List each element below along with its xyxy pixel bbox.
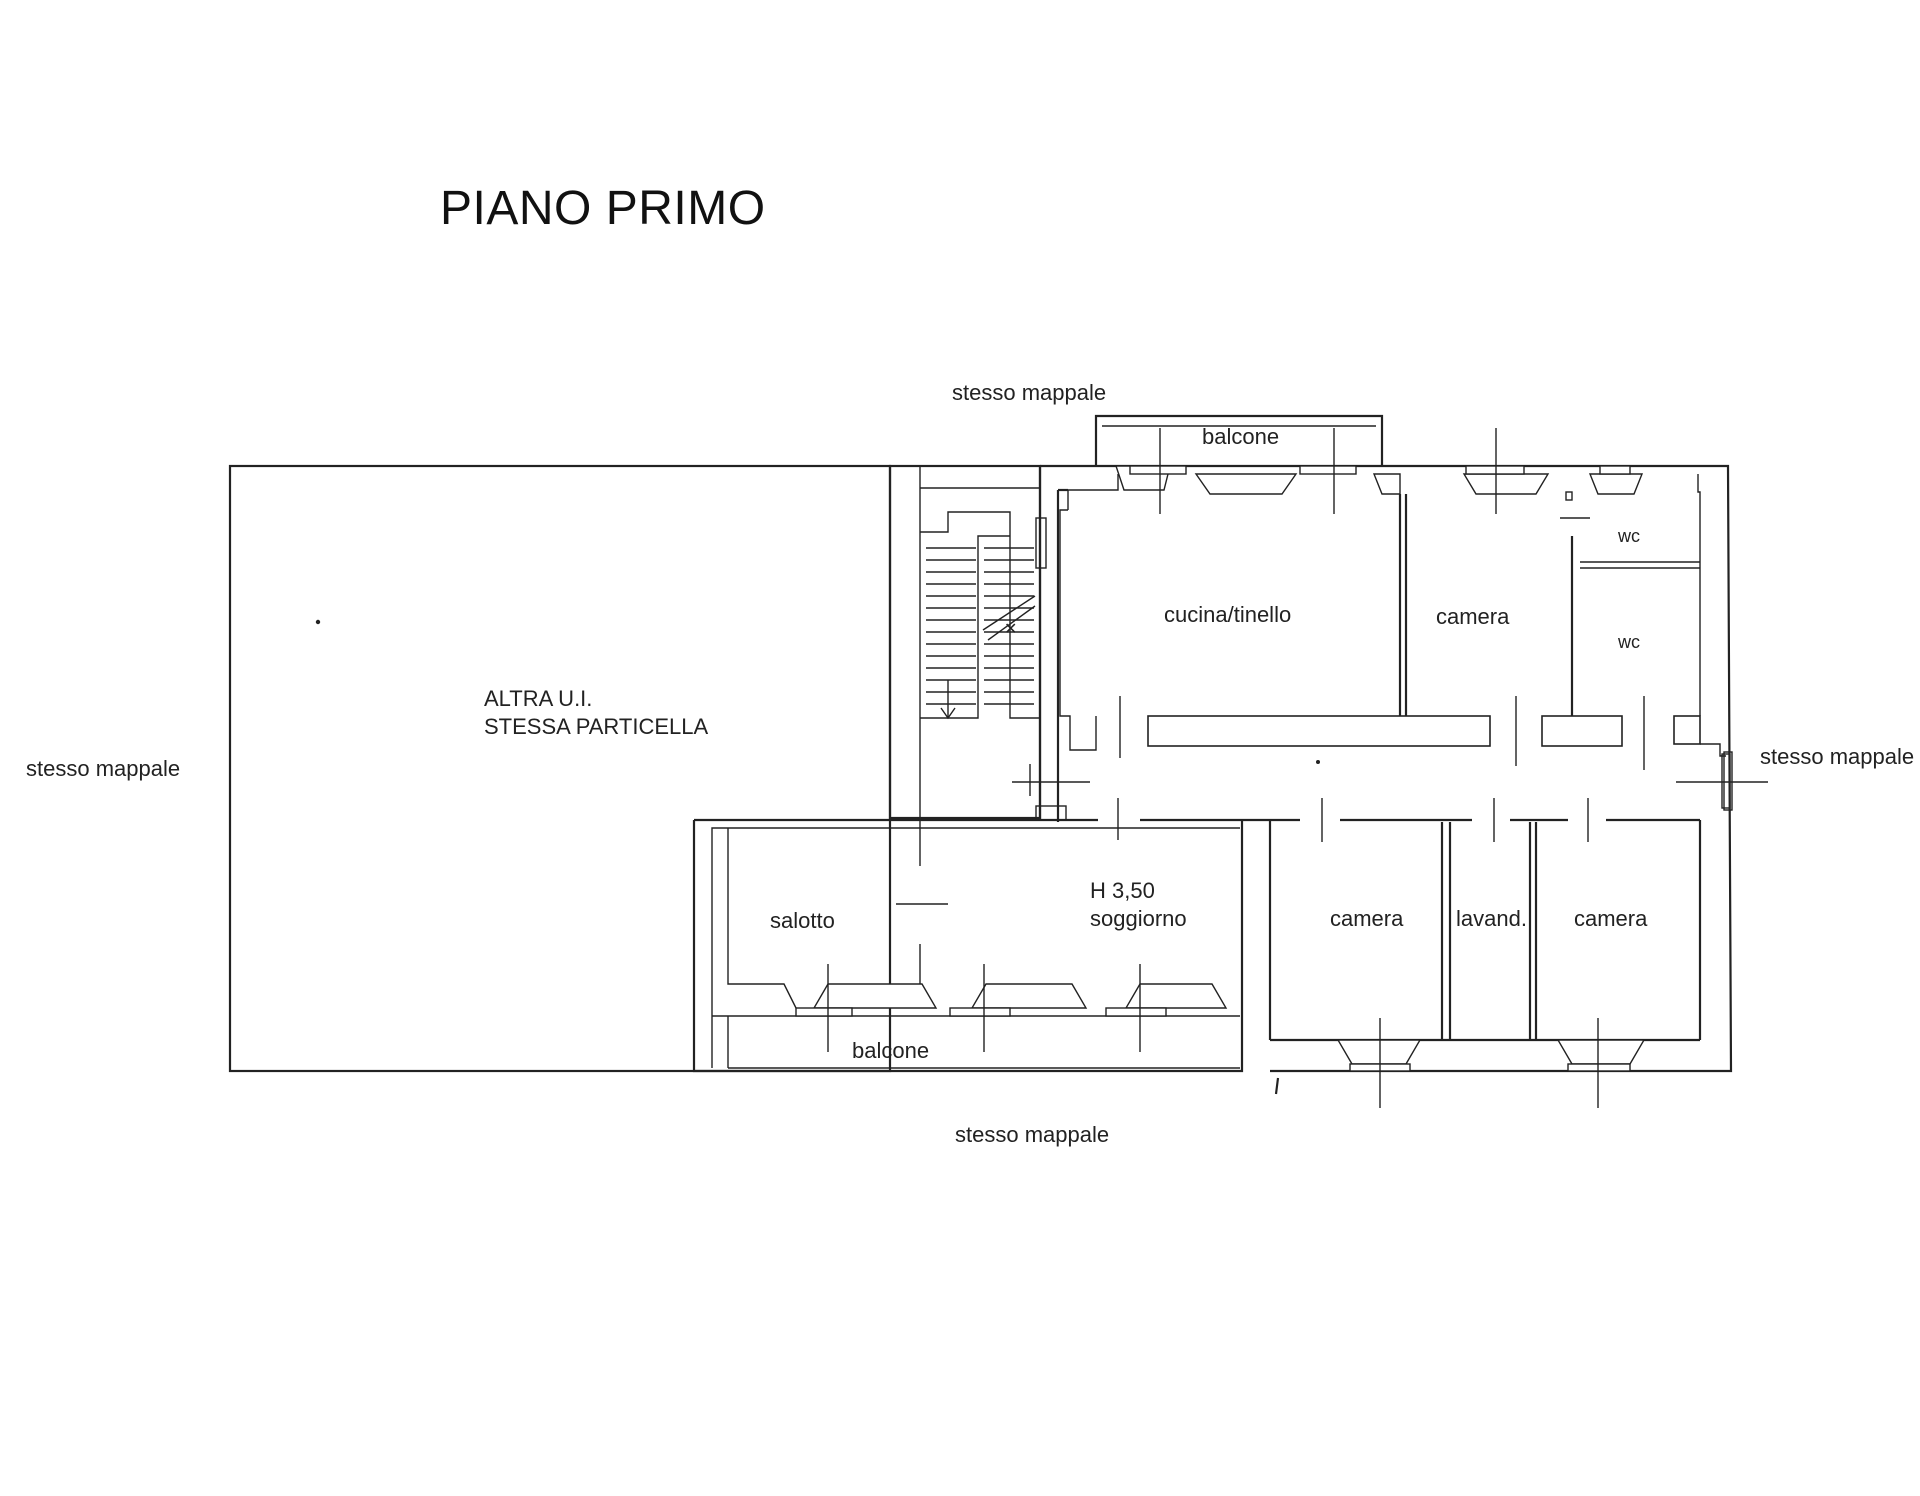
label-wc-1: wc [1617, 526, 1640, 546]
right-wall-opening [1723, 751, 1733, 811]
label-altra-ui: ALTRA U.I. [484, 686, 592, 711]
other-unit-block [228, 464, 892, 1073]
label-balcone-bottom: balcone [852, 1038, 929, 1063]
label-soggiorno: soggiorno [1090, 906, 1187, 931]
label-stesso-mappale-bottom: stesso mappale [955, 1122, 1109, 1147]
labels: stesso mappale stesso mappale stesso map… [26, 380, 1914, 1147]
label-cucina: cucina/tinello [1164, 602, 1291, 627]
living-zone [692, 820, 1244, 1073]
lower-rooms [1268, 820, 1702, 1108]
label-stesso-mappale-left: stesso mappale [26, 756, 180, 781]
label-stesso-mappale-top: stesso mappale [952, 380, 1106, 405]
interior-walls-upper [1059, 491, 1700, 751]
label-wc-2: wc [1617, 632, 1640, 652]
corridor-south-wall [694, 798, 1700, 842]
plan-title: PIANO PRIMO [440, 182, 766, 235]
stairwell: ✕ [888, 464, 1067, 821]
svg-text:✕: ✕ [1004, 621, 1017, 638]
label-camera-bottom-right: camera [1574, 906, 1648, 931]
apartment-outline [1038, 464, 1733, 1073]
label-salotto: salotto [770, 908, 835, 933]
label-camera-bottom-left: camera [1330, 906, 1404, 931]
label-stessa-particella: STESSA PARTICELLA [484, 714, 708, 739]
label-balcone-top: balcone [1202, 424, 1279, 449]
balcony-top [1094, 414, 1384, 466]
label-stesso-mappale-right: stesso mappale [1760, 744, 1914, 769]
label-height: H 3,50 [1090, 878, 1155, 903]
top-windows [1115, 428, 1644, 514]
label-camera-top: camera [1436, 604, 1510, 629]
label-lavand: lavand. [1456, 906, 1527, 931]
corridor-elements [1012, 696, 1768, 809]
